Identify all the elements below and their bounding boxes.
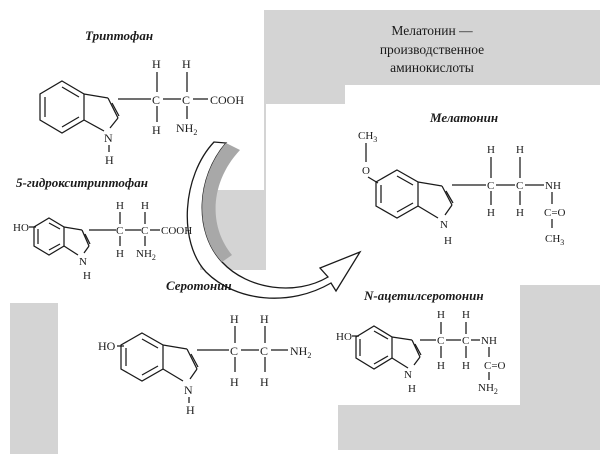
tryptophan-title: Триптофан (85, 28, 153, 43)
tryptophan-cooh: COOH (210, 93, 244, 107)
top-right-panel (248, 10, 600, 195)
tryptophan-h1: H (152, 57, 161, 71)
melatonin-ring-h: H (444, 235, 452, 247)
molecule-n-acetylserotonin: N-ацетилсеротонин HO N H C C H H H H NH (336, 288, 506, 396)
acetylserotonin-c1: C (437, 335, 444, 347)
background-panels (10, 10, 600, 454)
acetylserotonin-nh2: NH2 (478, 382, 498, 396)
hydroxytryptophan-title: 5-гидрокситриптофан (16, 175, 148, 190)
melatonin-o: O (362, 165, 370, 177)
hydroxytryptophan-ring-h: H (83, 270, 91, 282)
melatonin-h2: H (516, 144, 524, 156)
bottom-left-panel (10, 303, 58, 454)
serotonin-c1: C (230, 344, 238, 358)
serotonin-h2: H (260, 312, 269, 326)
serotonin-c2: C (260, 344, 268, 358)
bottom-right-panel (338, 285, 600, 450)
acetylserotonin-nh: NH (481, 335, 497, 347)
arrow-inner-shade (202, 143, 240, 262)
hydroxytryptophan-ring-n: N (79, 256, 87, 268)
tryptophan-c2: C (182, 93, 190, 107)
tryptophan-c1: C (152, 93, 160, 107)
hydroxytryptophan-ho: HO (13, 222, 29, 234)
serotonin-ho: HO (98, 339, 116, 353)
hydroxytryptophan-c2: C (141, 225, 148, 237)
melatonin-title: Мелатонин (429, 110, 498, 125)
melatonin-c2: C (516, 180, 523, 192)
tryptophan-ring-n: N (104, 131, 113, 145)
hydroxytryptophan-indole (33, 217, 91, 256)
melatonin-c1: C (487, 180, 494, 192)
hydroxytryptophan-c1: C (116, 225, 123, 237)
acetylserotonin-h1: H (437, 309, 445, 321)
hydroxytryptophan-h3: H (116, 248, 124, 260)
melatonin-nh: NH (545, 180, 561, 192)
serotonin-nh2: NH2 (290, 344, 311, 360)
serotonin-title: Серотонин (166, 278, 232, 293)
serotonin-ring-n: N (184, 383, 193, 397)
melatonin-c-o: C=O (544, 207, 566, 219)
acetylserotonin-ring-h: H (408, 383, 416, 395)
melatonin-indole (375, 169, 454, 219)
tryptophan-h3: H (152, 123, 161, 137)
hydroxytryptophan-h1: H (116, 200, 124, 212)
serotonin-indole (120, 332, 199, 382)
hydroxytryptophan-nh: NH2 (136, 248, 156, 262)
tryptophan-indole (39, 80, 120, 134)
acetylserotonin-ho: HO (336, 331, 352, 343)
acetylserotonin-h2: H (462, 309, 470, 321)
acetylserotonin-indole (355, 325, 422, 370)
serotonin-h4: H (260, 375, 269, 389)
acetylserotonin-c2: C (462, 335, 469, 347)
acetylserotonin-title: N-ацетилсеротонин (363, 288, 484, 303)
hydroxytryptophan-cooh: COOH (161, 225, 192, 237)
acetylserotonin-c-o: C=O (484, 360, 506, 372)
melatonin-ring-n: N (440, 219, 448, 231)
serotonin-h1: H (230, 312, 239, 326)
molecule-serotonin: Серотонин HO N H C C H H H H NH2 (98, 278, 311, 417)
molecule-tryptophan: Триптофан N H C C H H H COOH NH2 (39, 28, 244, 167)
tryptophan-ring-h: H (105, 153, 114, 167)
hydroxytryptophan-h2: H (141, 200, 149, 212)
tryptophan-nh: NH2 (176, 121, 197, 137)
melatonin-ch3-methoxy: CH3 (358, 130, 377, 144)
acetylserotonin-h3: H (437, 360, 445, 372)
molecule-5-hydroxytryptophan: 5-гидрокситриптофан HO N H C C H H H COO… (13, 175, 192, 282)
melatonin-h4: H (516, 207, 524, 219)
caption-line-2: производственное (380, 42, 484, 57)
acetylserotonin-h4: H (462, 360, 470, 372)
acetylserotonin-ring-n: N (404, 369, 412, 381)
caption-line-3: аминокислоты (390, 60, 474, 75)
melatonin-h3: H (487, 207, 495, 219)
caption: Мелатонин — производственное аминокислот… (380, 23, 484, 75)
tryptophan-h2: H (182, 57, 191, 71)
caption-line-1: Мелатонин — (391, 23, 473, 38)
serotonin-h3: H (230, 375, 239, 389)
serotonin-ring-h: H (186, 403, 195, 417)
melatonin-ch3-acetyl: CH3 (545, 233, 564, 247)
molecule-melatonin: Мелатонин CH3 O N H C C H H H H NH (358, 110, 566, 247)
melatonin-h1: H (487, 144, 495, 156)
